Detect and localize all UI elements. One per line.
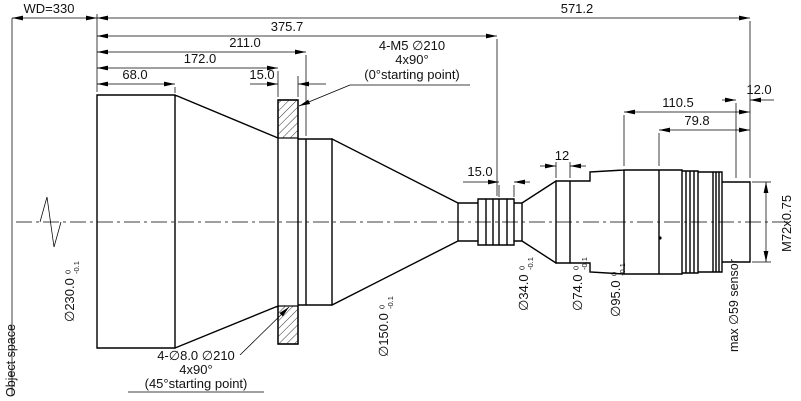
dim-groove-12: 12 bbox=[540, 148, 586, 169]
note-m5-line2: 4x90° bbox=[395, 52, 428, 67]
object-space-label: Object space bbox=[4, 324, 18, 397]
dia-rear-small-tol-lower: -0.1 bbox=[580, 257, 589, 270]
note-m5-line1: 4-M5 ∅210 bbox=[379, 38, 445, 53]
dia-label-rear-small: ∅74.0 0 -0.1 bbox=[570, 257, 589, 311]
dia-mid-tol-lower: -0.1 bbox=[386, 296, 395, 309]
dia-label-rear-large: ∅95.0 0 -0.1 bbox=[608, 263, 627, 317]
note-holes-line1: 4-∅8.0 ∅210 bbox=[157, 348, 235, 363]
dia-front-tol-upper: 0 bbox=[64, 270, 73, 274]
note-holes-line2: 4x90° bbox=[179, 362, 212, 377]
dia-label-mid: ∅150.0 0 -0.1 bbox=[376, 296, 395, 357]
lens-body bbox=[96, 94, 751, 349]
label-flange-15: 15.0 bbox=[249, 67, 274, 82]
label-groove-12: 12 bbox=[555, 148, 569, 163]
dimensions: WD=330 571.2 375.7 211.0 172.0 68.0 15.0 bbox=[12, 1, 774, 262]
dia-mid-value: ∅150.0 bbox=[376, 313, 391, 357]
note-8-holes: 4-∅8.0 ∅210 4x90° (45°starting point) bbox=[128, 306, 290, 393]
dia-rear-large-value: ∅95.0 bbox=[608, 280, 623, 317]
label-68: 68.0 bbox=[122, 67, 147, 82]
label-wd: WD=330 bbox=[24, 1, 75, 16]
break-symbol bbox=[39, 196, 62, 248]
label-total: 571.2 bbox=[561, 1, 594, 16]
dia-waist-tol-lower: -0.1 bbox=[526, 257, 535, 270]
dim-211: 211.0 bbox=[97, 35, 306, 55]
note-m5-holes: 4-M5 ∅210 4x90° (0°starting point) bbox=[298, 38, 470, 107]
flange-hatch-top bbox=[277, 99, 299, 139]
dia-label-front: ∅230.0 0 -0.1 bbox=[62, 261, 81, 322]
label-211: 211.0 bbox=[229, 35, 261, 50]
sensor-label: max ∅59 sensor bbox=[727, 259, 741, 352]
dia-rear-large-tol-upper: 0 bbox=[610, 272, 619, 276]
dia-waist-tol-upper: 0 bbox=[518, 266, 527, 270]
label-172: 172.0 bbox=[184, 51, 217, 66]
dim-79-8: 79.8 bbox=[659, 113, 750, 133]
dia-rear-small-tol-upper: 0 bbox=[572, 266, 581, 270]
dia-mid-tol-upper: 0 bbox=[378, 305, 387, 309]
dia-rear-large-tol-lower: -0.1 bbox=[618, 263, 627, 276]
dia-front-tol-lower: -0.1 bbox=[72, 261, 81, 274]
note-holes-line3: (45°starting point) bbox=[145, 376, 248, 391]
lens-outline bbox=[96, 94, 751, 349]
thread-label: M72x0.75 bbox=[779, 195, 794, 252]
note-m5-leader bbox=[298, 84, 351, 107]
dia-front-value: ∅230.0 bbox=[62, 278, 77, 322]
label-79-8: 79.8 bbox=[684, 113, 709, 128]
note-m5-line3: (0°starting point) bbox=[364, 67, 460, 82]
dim-12-0: 12.0 bbox=[722, 82, 774, 103]
label-375-7: 375.7 bbox=[271, 19, 304, 34]
index-dot bbox=[658, 236, 662, 240]
dim-68: 68.0 bbox=[97, 67, 175, 87]
dim-spacer-15: 15.0 bbox=[463, 164, 530, 185]
dia-waist-value: ∅34.0 bbox=[516, 274, 531, 311]
object-space-text: Object space bbox=[4, 324, 18, 397]
dia-rear-small-value: ∅74.0 bbox=[570, 274, 585, 311]
dim-flange-15: 15.0 bbox=[249, 67, 326, 87]
dim-total-length: 571.2 bbox=[97, 1, 750, 21]
thread-spec: M72x0.75 bbox=[779, 195, 794, 252]
dia-label-waist: ∅34.0 0 -0.1 bbox=[516, 257, 535, 311]
flange-hatch-bottom bbox=[277, 305, 299, 345]
label-110-5: 110.5 bbox=[662, 95, 694, 110]
sensor-note: max ∅59 sensor bbox=[727, 259, 741, 352]
label-12-0: 12.0 bbox=[746, 82, 771, 97]
dim-172: 172.0 bbox=[97, 51, 278, 71]
dim-110-5: 110.5 bbox=[624, 95, 750, 115]
note-holes-leader bbox=[239, 306, 290, 356]
dim-wd: WD=330 bbox=[12, 1, 97, 21]
label-spacer-15: 15.0 bbox=[467, 164, 492, 179]
dim-375-7: 375.7 bbox=[97, 19, 497, 39]
